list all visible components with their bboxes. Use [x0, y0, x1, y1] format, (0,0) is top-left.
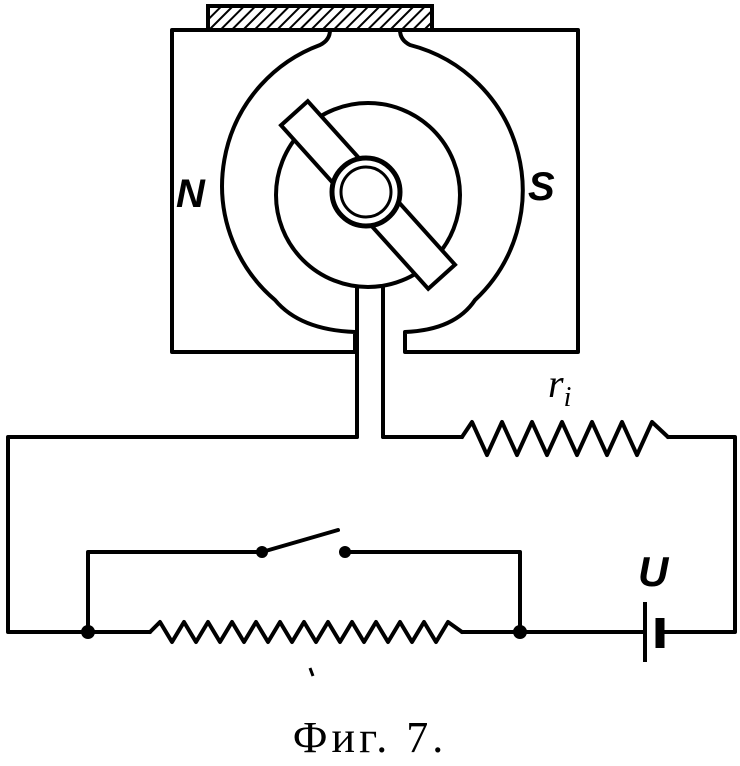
yoke-plate [206, 4, 434, 32]
switch-contact [339, 546, 351, 558]
rotor [274, 101, 462, 289]
magnet-frame [170, 28, 580, 354]
junction [513, 625, 527, 639]
switch-blade [260, 528, 340, 554]
ri-subscript: i [563, 382, 572, 413]
wire [6, 435, 737, 634]
ri-letter: r [548, 361, 564, 406]
brush-stem [355, 284, 385, 439]
junction [81, 625, 95, 639]
south-pole-label: S [528, 165, 555, 209]
resistor-ri [460, 420, 670, 457]
ri-label: ri [548, 360, 571, 414]
figure-caption: Фиг. 7. [292, 713, 448, 762]
rheostat [148, 620, 464, 644]
north-pole-label: N [176, 172, 205, 216]
voltage-label: U [638, 548, 669, 595]
